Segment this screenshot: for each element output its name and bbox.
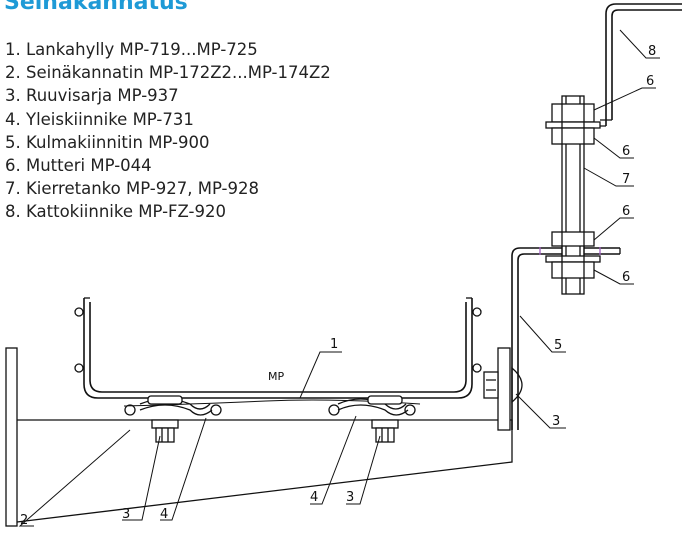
wire-tray [74, 297, 482, 416]
legend-item-1: 1. Lankahylly MP-719...MP-725 [5, 40, 258, 59]
ceiling-bracket [600, 3, 682, 127]
callout-4: 4 [160, 507, 168, 522]
callout-1: 1 [330, 337, 338, 352]
callout-3: 3 [122, 507, 130, 522]
callout-6: 6 [646, 74, 654, 89]
leader-lines [18, 29, 660, 527]
callout-4: 4 [310, 490, 318, 505]
callout-6: 6 [622, 144, 630, 159]
angle-bracket [511, 247, 621, 430]
callout-labels: 1 2 3 3 3 4 4 5 6 6 6 6 7 8 [20, 44, 656, 528]
callout-2: 2 [20, 513, 28, 528]
legend-item-2: 2. Seinäkannatin MP-172Z2...MP-174Z2 [5, 63, 331, 83]
wall-bracket [5, 347, 513, 527]
legend-item-3: 3. Ruuvisarja MP-937 [5, 86, 179, 106]
callout-6: 6 [622, 270, 630, 285]
page-title: Seinäkannatus [4, 0, 188, 15]
callout-3: 3 [552, 414, 560, 429]
legend-item-7: 7. Kierretanko MP-927, MP-928 [5, 179, 259, 199]
legend-item-6: 6. Mutteri MP-044 [5, 156, 152, 176]
nut [545, 103, 601, 279]
callout-3: 3 [346, 490, 354, 505]
legend-item-4: 4. Yleiskiinnike MP-731 [5, 109, 194, 129]
callout-8: 8 [648, 44, 656, 59]
legend-item-8: 8. Kattokiinnike MP-FZ-920 [5, 202, 226, 222]
callout-6: 6 [622, 204, 630, 219]
callout-5: 5 [554, 338, 562, 353]
tray-marking: MP [268, 370, 284, 383]
parts-legend: 1. Lankahylly MP-719...MP-725 2. Seinäka… [5, 38, 331, 224]
callout-7: 7 [622, 172, 630, 187]
screw-set-side [483, 347, 523, 431]
screw-set [147, 395, 403, 443]
legend-item-5: 5. Kulmakiinnitin MP-900 [5, 132, 210, 152]
